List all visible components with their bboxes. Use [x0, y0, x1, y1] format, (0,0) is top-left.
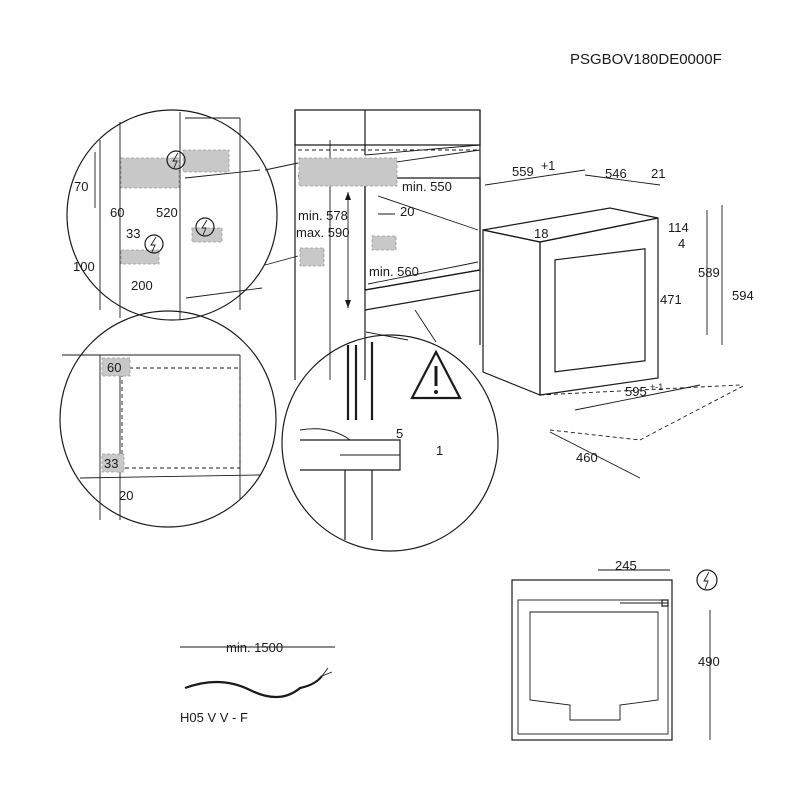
left-detail-33: 33 [104, 456, 118, 471]
top-detail-100: 100 [73, 259, 95, 274]
electric-hazard-icon [166, 150, 186, 170]
warning-triangle-icon [410, 349, 462, 400]
cabinet-max-590: max. 590 [296, 225, 349, 240]
top-detail-60: 60 [110, 205, 124, 220]
cabinet-min-560: min. 560 [369, 264, 419, 279]
oven-594: 594 [732, 288, 754, 303]
cabinet-gap-20: 20 [400, 204, 414, 219]
cabinet-drawing: min. 578 max. 590 min. 550 20 min. 560 [294, 109, 481, 380]
electric-hazard-icon [144, 234, 164, 254]
oven-471: 471 [660, 292, 682, 307]
cabinet-min-550: min. 550 [402, 179, 452, 194]
cable-type: H05 V V - F [180, 710, 248, 725]
detail-circle-left: 60 33 20 [59, 310, 277, 528]
cabinet-min-578: min. 578 [298, 208, 348, 223]
detail-circle-top: 70 60 520 33 100 200 [66, 109, 299, 321]
electric-hazard-icon [696, 569, 718, 591]
oven-460: 460 [576, 450, 598, 465]
left-detail-60: 60 [107, 360, 121, 375]
top-detail-33: 33 [126, 226, 140, 241]
mid-detail-5: 5 [396, 426, 403, 441]
oven-546: 546 [605, 166, 627, 181]
oven-595: 595 [625, 384, 647, 399]
oven-21: 21 [651, 166, 665, 181]
oven-drawing: 559 +1 546 21 114 4 18 471 589 594 595 +… [482, 159, 754, 479]
oven-4: 4 [678, 236, 685, 251]
top-detail-200: 200 [131, 278, 153, 293]
front-245: 245 [615, 558, 637, 573]
front-490: 490 [698, 654, 720, 669]
oven-18: 18 [534, 226, 548, 241]
oven-595-tolerance: +-1 [650, 382, 663, 392]
oven-589: 589 [698, 265, 720, 280]
front-view-drawing: 245 490 [511, 558, 720, 741]
electric-hazard-icon [195, 217, 215, 237]
mid-detail-1: 1 [436, 443, 443, 458]
oven-559: 559 [512, 164, 534, 179]
top-detail-520: 520 [156, 205, 178, 220]
detail-circle-middle: 5 1 [281, 309, 499, 552]
top-detail-70: 70 [74, 179, 88, 194]
cable-drawing: min. 1500 H05 V V - F [180, 640, 335, 725]
left-detail-20: 20 [119, 488, 133, 503]
model-code: PSGBOV180DE0000F [570, 51, 722, 68]
oven-559-tolerance: +1 [541, 159, 555, 173]
cable-min-1500: min. 1500 [226, 640, 283, 655]
oven-114: 114 [668, 220, 689, 235]
